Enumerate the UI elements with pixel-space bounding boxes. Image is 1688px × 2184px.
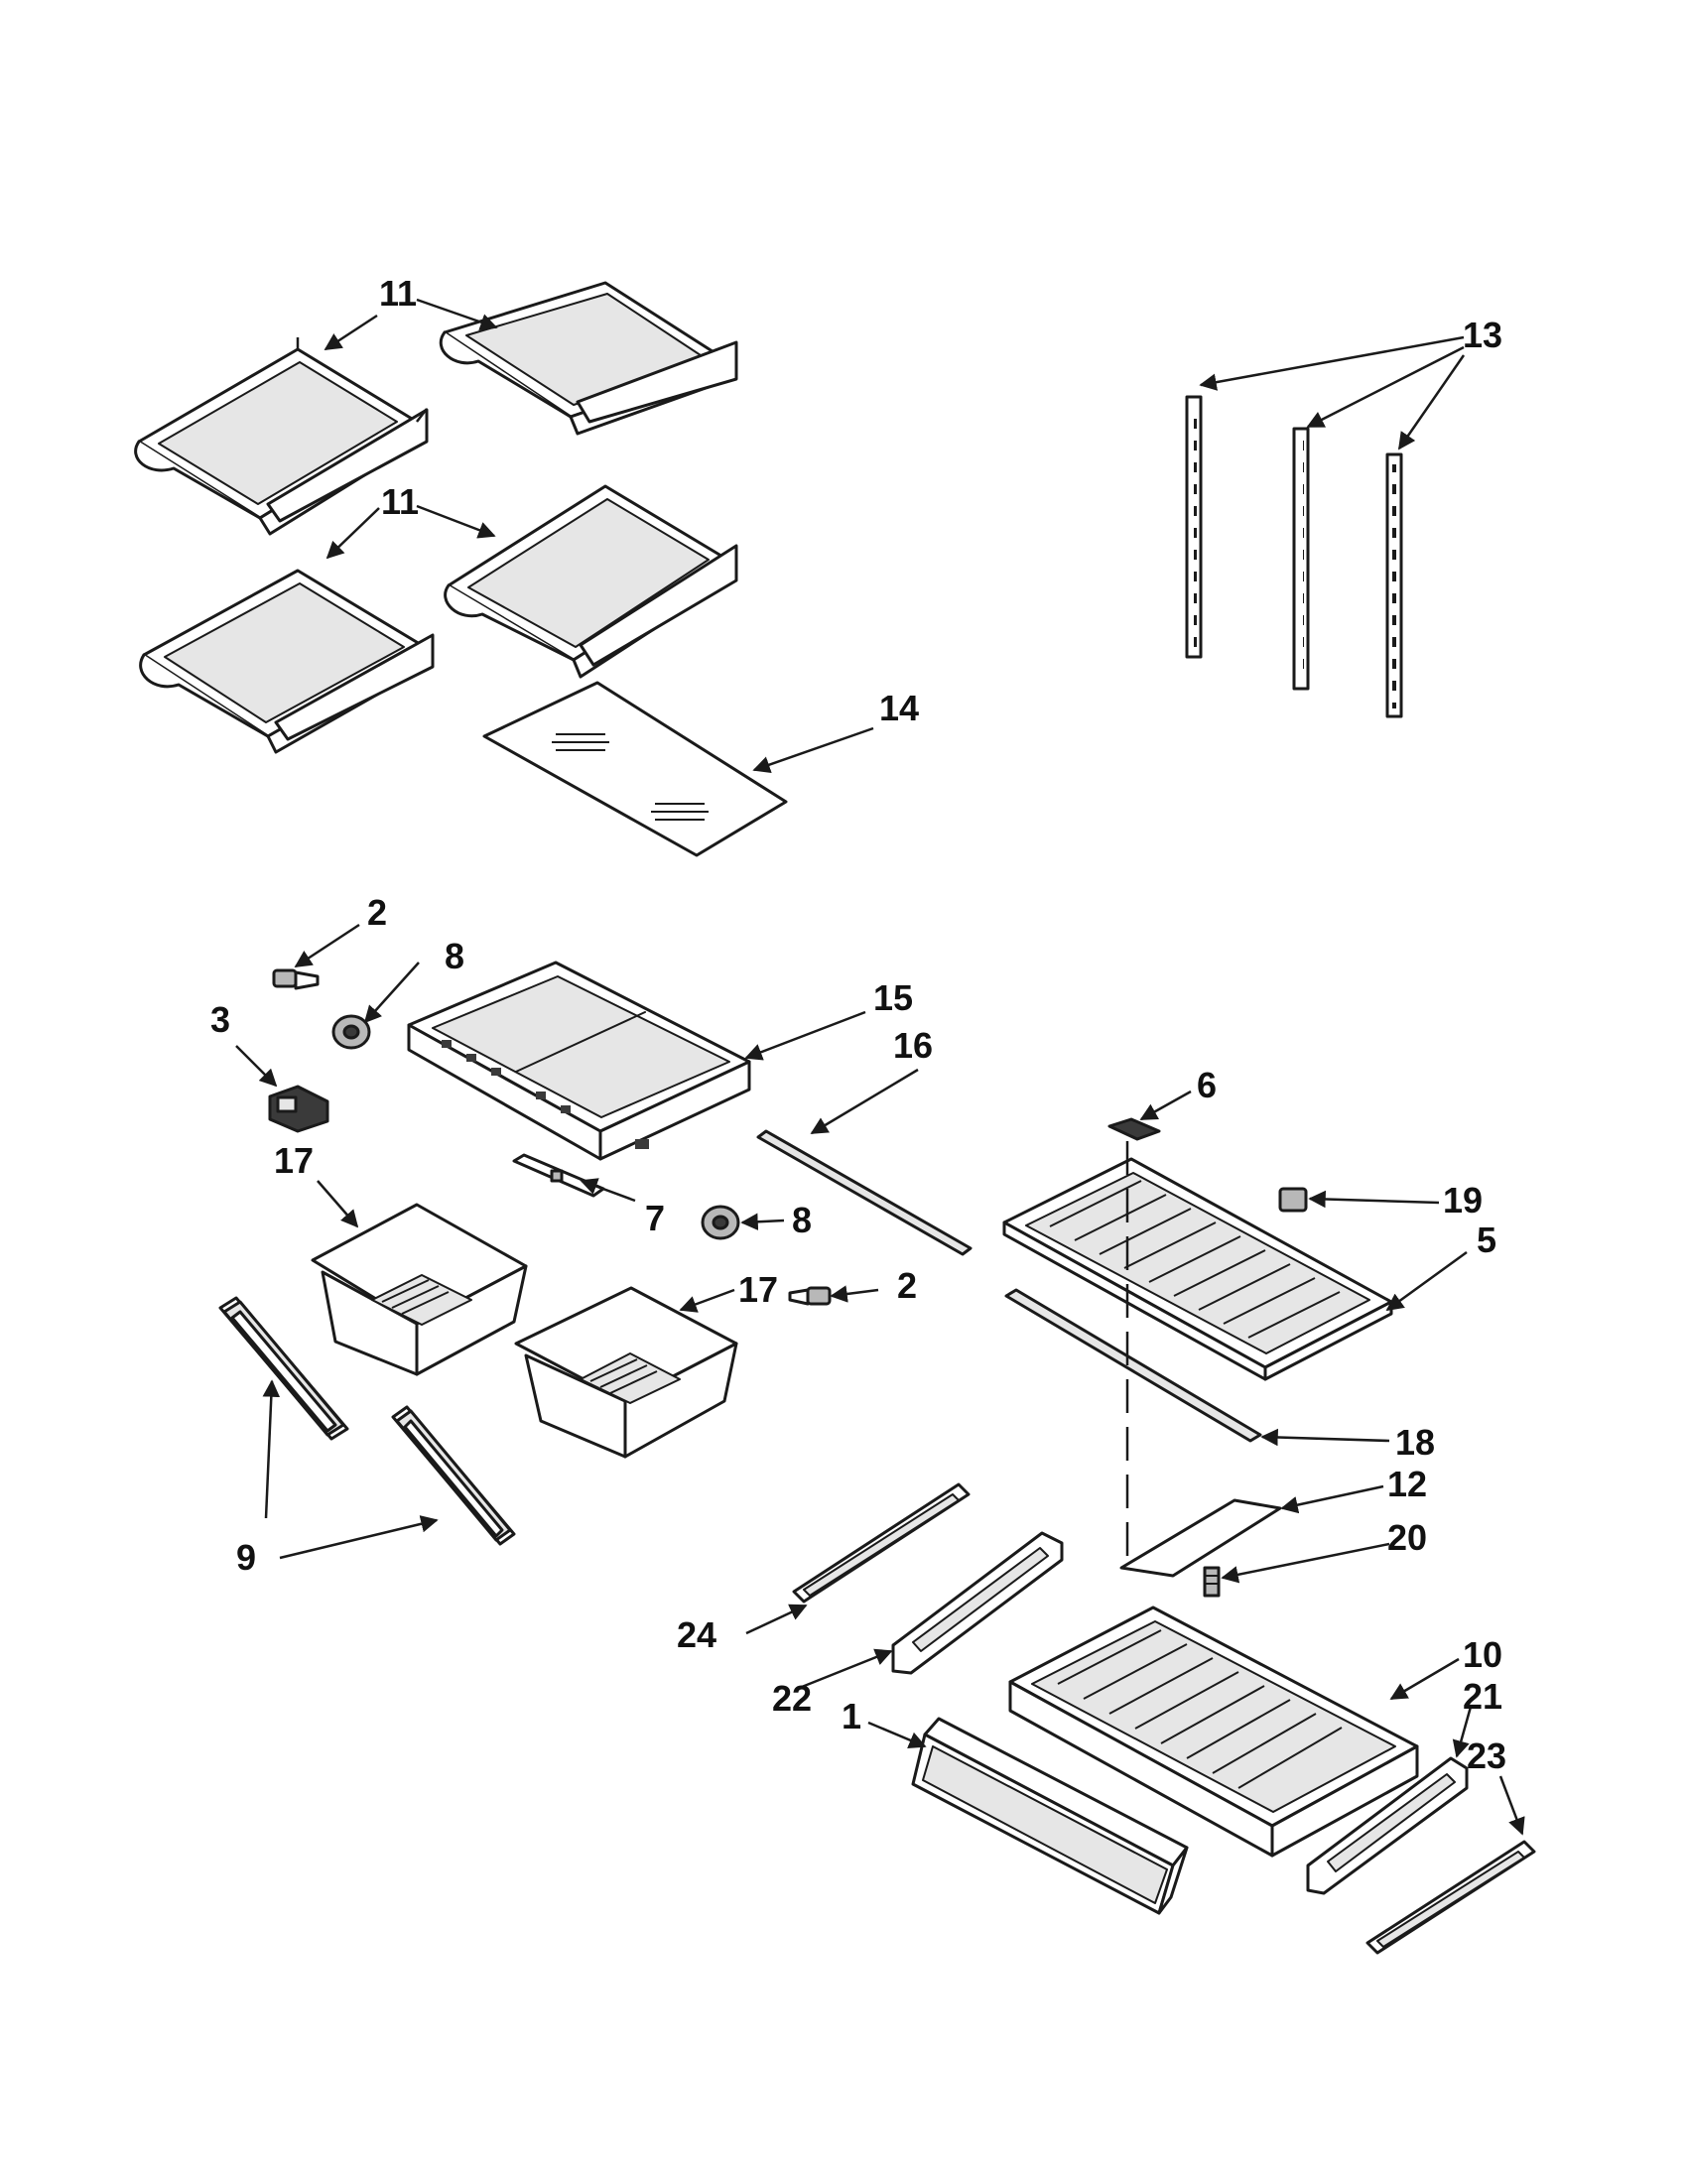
callout-14: 14 <box>879 688 919 728</box>
shelf-ladder-middle <box>1292 427 1310 691</box>
callout-1: 1 <box>842 1696 861 1736</box>
drawer-slide-bracket-part-22 <box>891 1531 1064 1675</box>
roller-part-8-upper <box>331 1014 371 1050</box>
drawer-slide-part-23 <box>1365 1840 1536 1955</box>
rail-part-7 <box>512 1153 605 1198</box>
roller-part-8-lower <box>701 1205 740 1240</box>
drawer-slide-part-24 <box>792 1482 971 1604</box>
callout-12: 12 <box>1387 1464 1427 1504</box>
callout-18: 18 <box>1395 1422 1435 1463</box>
callout-6: 6 <box>1197 1065 1217 1105</box>
callout-9: 9 <box>236 1537 256 1578</box>
callout-17-left: 17 <box>274 1140 314 1181</box>
callout-24: 24 <box>677 1614 716 1655</box>
callout-17-right: 17 <box>738 1269 778 1310</box>
drawer-glide <box>756 1129 973 1256</box>
screw-part-2-lower <box>788 1286 832 1306</box>
drawer-slide-bracket-part-21 <box>1306 1756 1469 1895</box>
bin-front-right <box>391 1405 516 1546</box>
callout-13: 13 <box>1463 315 1502 355</box>
callout-2-lower: 2 <box>897 1265 917 1306</box>
callout-15: 15 <box>873 977 913 1018</box>
callout-19: 19 <box>1443 1180 1483 1220</box>
callout-labels: 11 13 11 14 2 8 3 15 16 6 17 19 7 8 5 2 … <box>210 273 1506 1776</box>
callout-11-upper: 11 <box>379 273 417 314</box>
divider-part-6 <box>1107 1117 1161 1141</box>
crisper-cover-frame <box>407 961 751 1161</box>
callout-8-upper: 8 <box>445 936 464 976</box>
callout-7: 7 <box>645 1198 665 1238</box>
crisper-bin-right <box>514 1286 738 1459</box>
callout-16: 16 <box>893 1025 933 1066</box>
clip-part-3 <box>268 1085 329 1133</box>
callout-21: 21 <box>1463 1676 1502 1717</box>
freezer-drawer <box>1008 1606 1419 1858</box>
shelf-bottom-left <box>139 569 435 754</box>
crisper-bin-left <box>311 1203 528 1376</box>
bin-front-left <box>218 1296 349 1441</box>
callout-10: 10 <box>1463 1634 1502 1675</box>
basket-divider-part-12 <box>1119 1498 1282 1578</box>
callout-11-lower: 11 <box>381 481 419 522</box>
drawer-front-part-1 <box>911 1717 1189 1915</box>
callout-5: 5 <box>1477 1220 1496 1260</box>
glass-shelf <box>482 681 788 857</box>
shelf-top-left <box>134 337 429 536</box>
callout-22: 22 <box>772 1678 812 1719</box>
shelf-top-right <box>439 281 738 436</box>
trim-part-18 <box>1004 1288 1262 1443</box>
screw-part-20 <box>1203 1566 1221 1598</box>
shelf-ladder-right <box>1385 452 1403 718</box>
callout-20: 20 <box>1387 1517 1427 1558</box>
screw-part-2-upper <box>272 968 320 990</box>
callout-8-lower: 8 <box>792 1200 812 1240</box>
callout-2-upper: 2 <box>367 892 387 933</box>
callout-3: 3 <box>210 999 230 1040</box>
shelf-ladder-left <box>1185 395 1203 659</box>
callout-23: 23 <box>1467 1735 1506 1776</box>
shelf-bottom-right <box>444 484 738 679</box>
leader-lines <box>235 298 1525 1836</box>
freezer-shelf <box>1002 1157 1393 1381</box>
clip-part-19 <box>1278 1187 1308 1213</box>
